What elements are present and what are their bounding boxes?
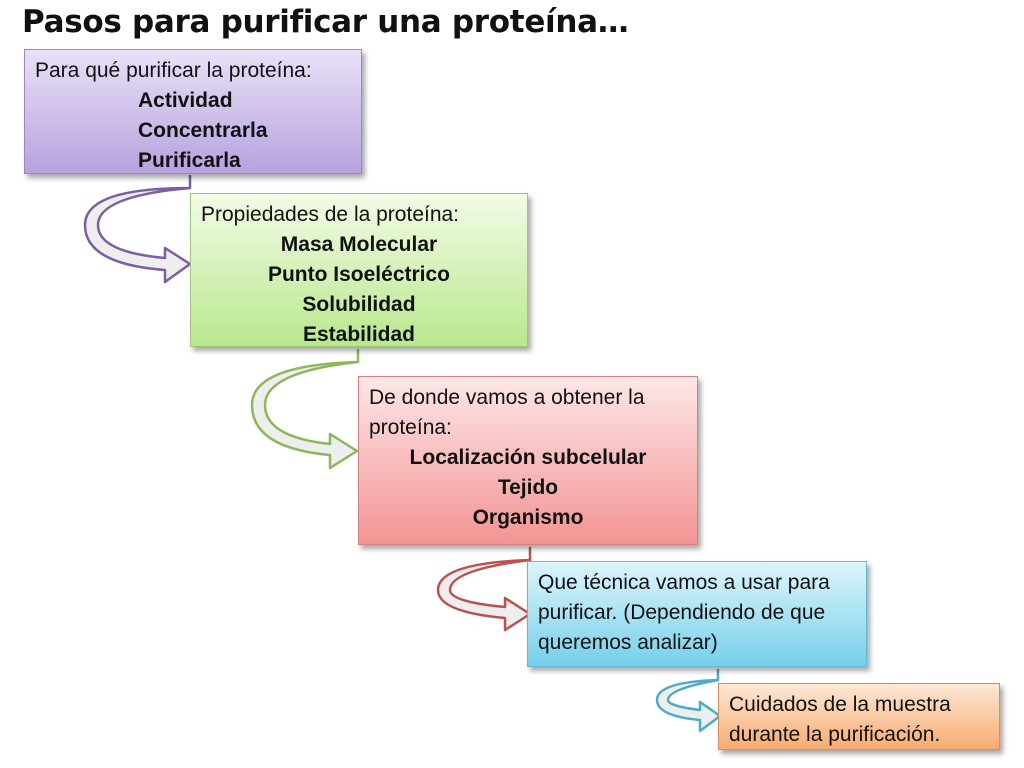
step-item: Concentrarla [138, 119, 268, 142]
step-heading: Cuidados de la muestra durante la purifi… [729, 693, 951, 746]
step-box-properties: Propiedades de la proteína: Masa Molecul… [190, 193, 528, 347]
step-heading: Para qué purificar la proteína: [35, 59, 312, 82]
step-box-purpose: Para qué purificar la proteína: Activida… [24, 49, 362, 174]
step-item: Localización subcelular [409, 446, 647, 469]
step-box-source: De donde vamos a obtener la proteína: Lo… [358, 376, 698, 545]
step-heading: Propiedades de la proteína: [201, 203, 460, 226]
curved-arrow-2-icon [250, 348, 360, 470]
step-item: Organismo [472, 506, 584, 529]
step-box-care: Cuidados de la muestra durante la purifi… [718, 683, 1000, 750]
step-box-technique: Que técnica vamos a usar para purificar.… [527, 561, 867, 667]
step-item: Masa Molecular [280, 233, 438, 256]
step-item: Tejido [497, 476, 559, 499]
page-title: Pasos para purificar una proteína… [22, 4, 629, 40]
curved-arrow-1-icon [83, 174, 192, 284]
step-item: Estabilidad [302, 323, 416, 346]
step-item: Actividad [138, 89, 233, 112]
curved-arrow-3-icon [436, 546, 532, 632]
step-heading: Que técnica vamos a usar para purificar.… [538, 571, 830, 654]
curved-arrow-4-icon [655, 668, 722, 733]
step-heading: De donde vamos a obtener la proteína: [369, 386, 645, 439]
step-item: Punto Isoeléctrico [267, 263, 451, 286]
step-item: Solubilidad [302, 293, 416, 316]
step-item: Purificarla [138, 149, 241, 172]
